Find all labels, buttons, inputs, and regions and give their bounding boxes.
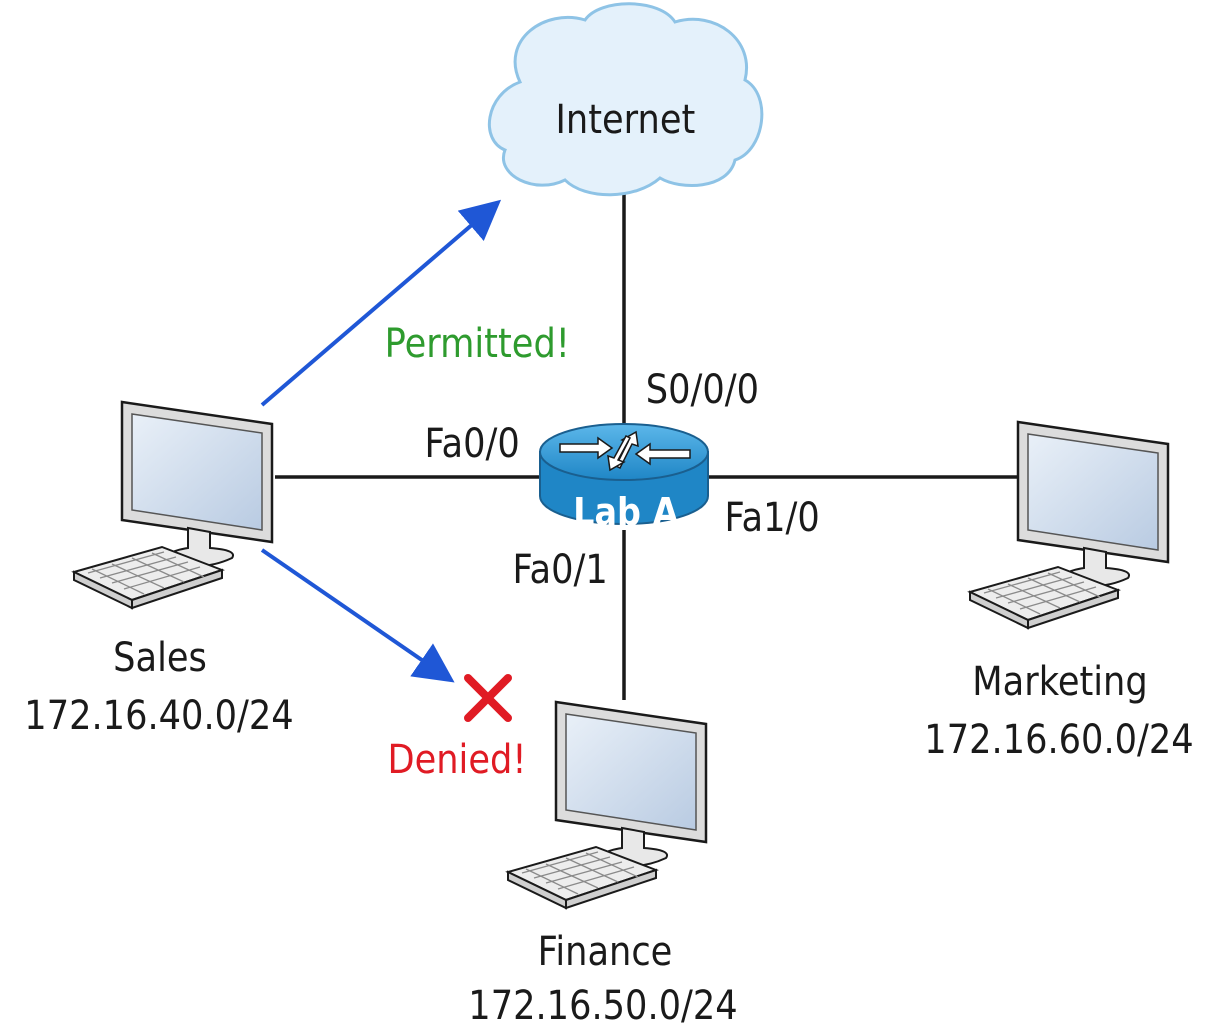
- sales-network-label: 172.16.40.0/24: [24, 693, 294, 739]
- marketing-computer-icon: [968, 420, 1170, 630]
- denied-x-icon: [464, 674, 512, 722]
- sales-computer-icon: [72, 400, 274, 610]
- router-name-label: Lab A: [573, 490, 679, 534]
- denied-label: Denied!: [387, 737, 527, 783]
- permitted-arrow: [260, 199, 502, 407]
- internet-label: Internet: [555, 97, 696, 143]
- interface-s0-label: S0/0/0: [645, 367, 759, 413]
- interface-fa01-label: Fa0/1: [512, 547, 608, 593]
- finance-network-label: 172.16.50.0/24: [468, 983, 738, 1029]
- marketing-name-label: Marketing: [972, 659, 1148, 705]
- denied-arrow: [260, 548, 455, 683]
- internet-cloud-icon: [488, 2, 764, 197]
- interface-fa00-label: Fa0/0: [424, 421, 520, 467]
- permitted-label: Permitted!: [384, 321, 570, 367]
- interface-fa10-label: Fa1/0: [724, 495, 820, 541]
- sales-name-label: Sales: [113, 635, 207, 681]
- finance-computer-icon: [506, 700, 708, 910]
- finance-name-label: Finance: [537, 929, 673, 975]
- marketing-network-label: 172.16.60.0/24: [924, 717, 1194, 763]
- router-icon: [539, 423, 709, 525]
